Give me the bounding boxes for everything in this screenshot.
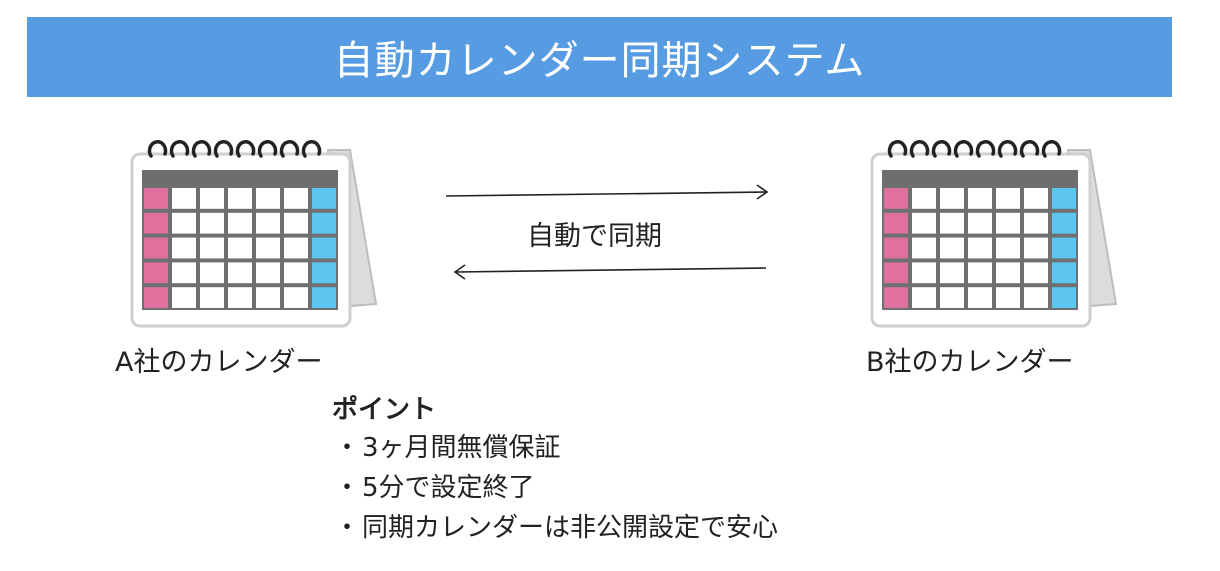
bullet-icon: ・ — [333, 473, 360, 503]
point-item: ・3ヶ月間無償保証 — [332, 428, 932, 468]
bullet-icon: ・ — [333, 433, 360, 463]
point-item-text: 5分で設定終了 — [362, 473, 535, 503]
point-item-text: 3ヶ月間無償保証 — [362, 433, 561, 463]
arrow-right-icon — [445, 184, 769, 200]
bullet-icon: ・ — [333, 513, 360, 543]
arrow-left-icon — [453, 264, 767, 280]
point-item: ・同期カレンダーは非公開設定で安心 — [332, 508, 932, 548]
point-item-text: 同期カレンダーは非公開設定で安心 — [362, 513, 779, 543]
calendar-b-label: B社のカレンダー — [866, 347, 1074, 378]
sync-label: 自動で同期 — [527, 221, 662, 252]
points-title: ポイント — [332, 395, 437, 425]
points-section: ポイント ・3ヶ月間無償保証 ・5分で設定終了 ・同期カレンダーは非公開設定で安… — [332, 392, 932, 548]
page-title: 自動カレンダー同期システム — [333, 38, 866, 84]
header-banner: 自動カレンダー同期システム — [27, 17, 1172, 97]
sync-arrows — [445, 184, 769, 280]
calendar-a-label: A社のカレンダー — [115, 347, 323, 378]
points-list: ・3ヶ月間無償保証 ・5分で設定終了 ・同期カレンダーは非公開設定で安心 — [332, 428, 932, 548]
calendar-a-icon — [128, 134, 378, 334]
point-item: ・5分で設定終了 — [332, 468, 932, 508]
calendar-b-icon — [868, 134, 1118, 334]
